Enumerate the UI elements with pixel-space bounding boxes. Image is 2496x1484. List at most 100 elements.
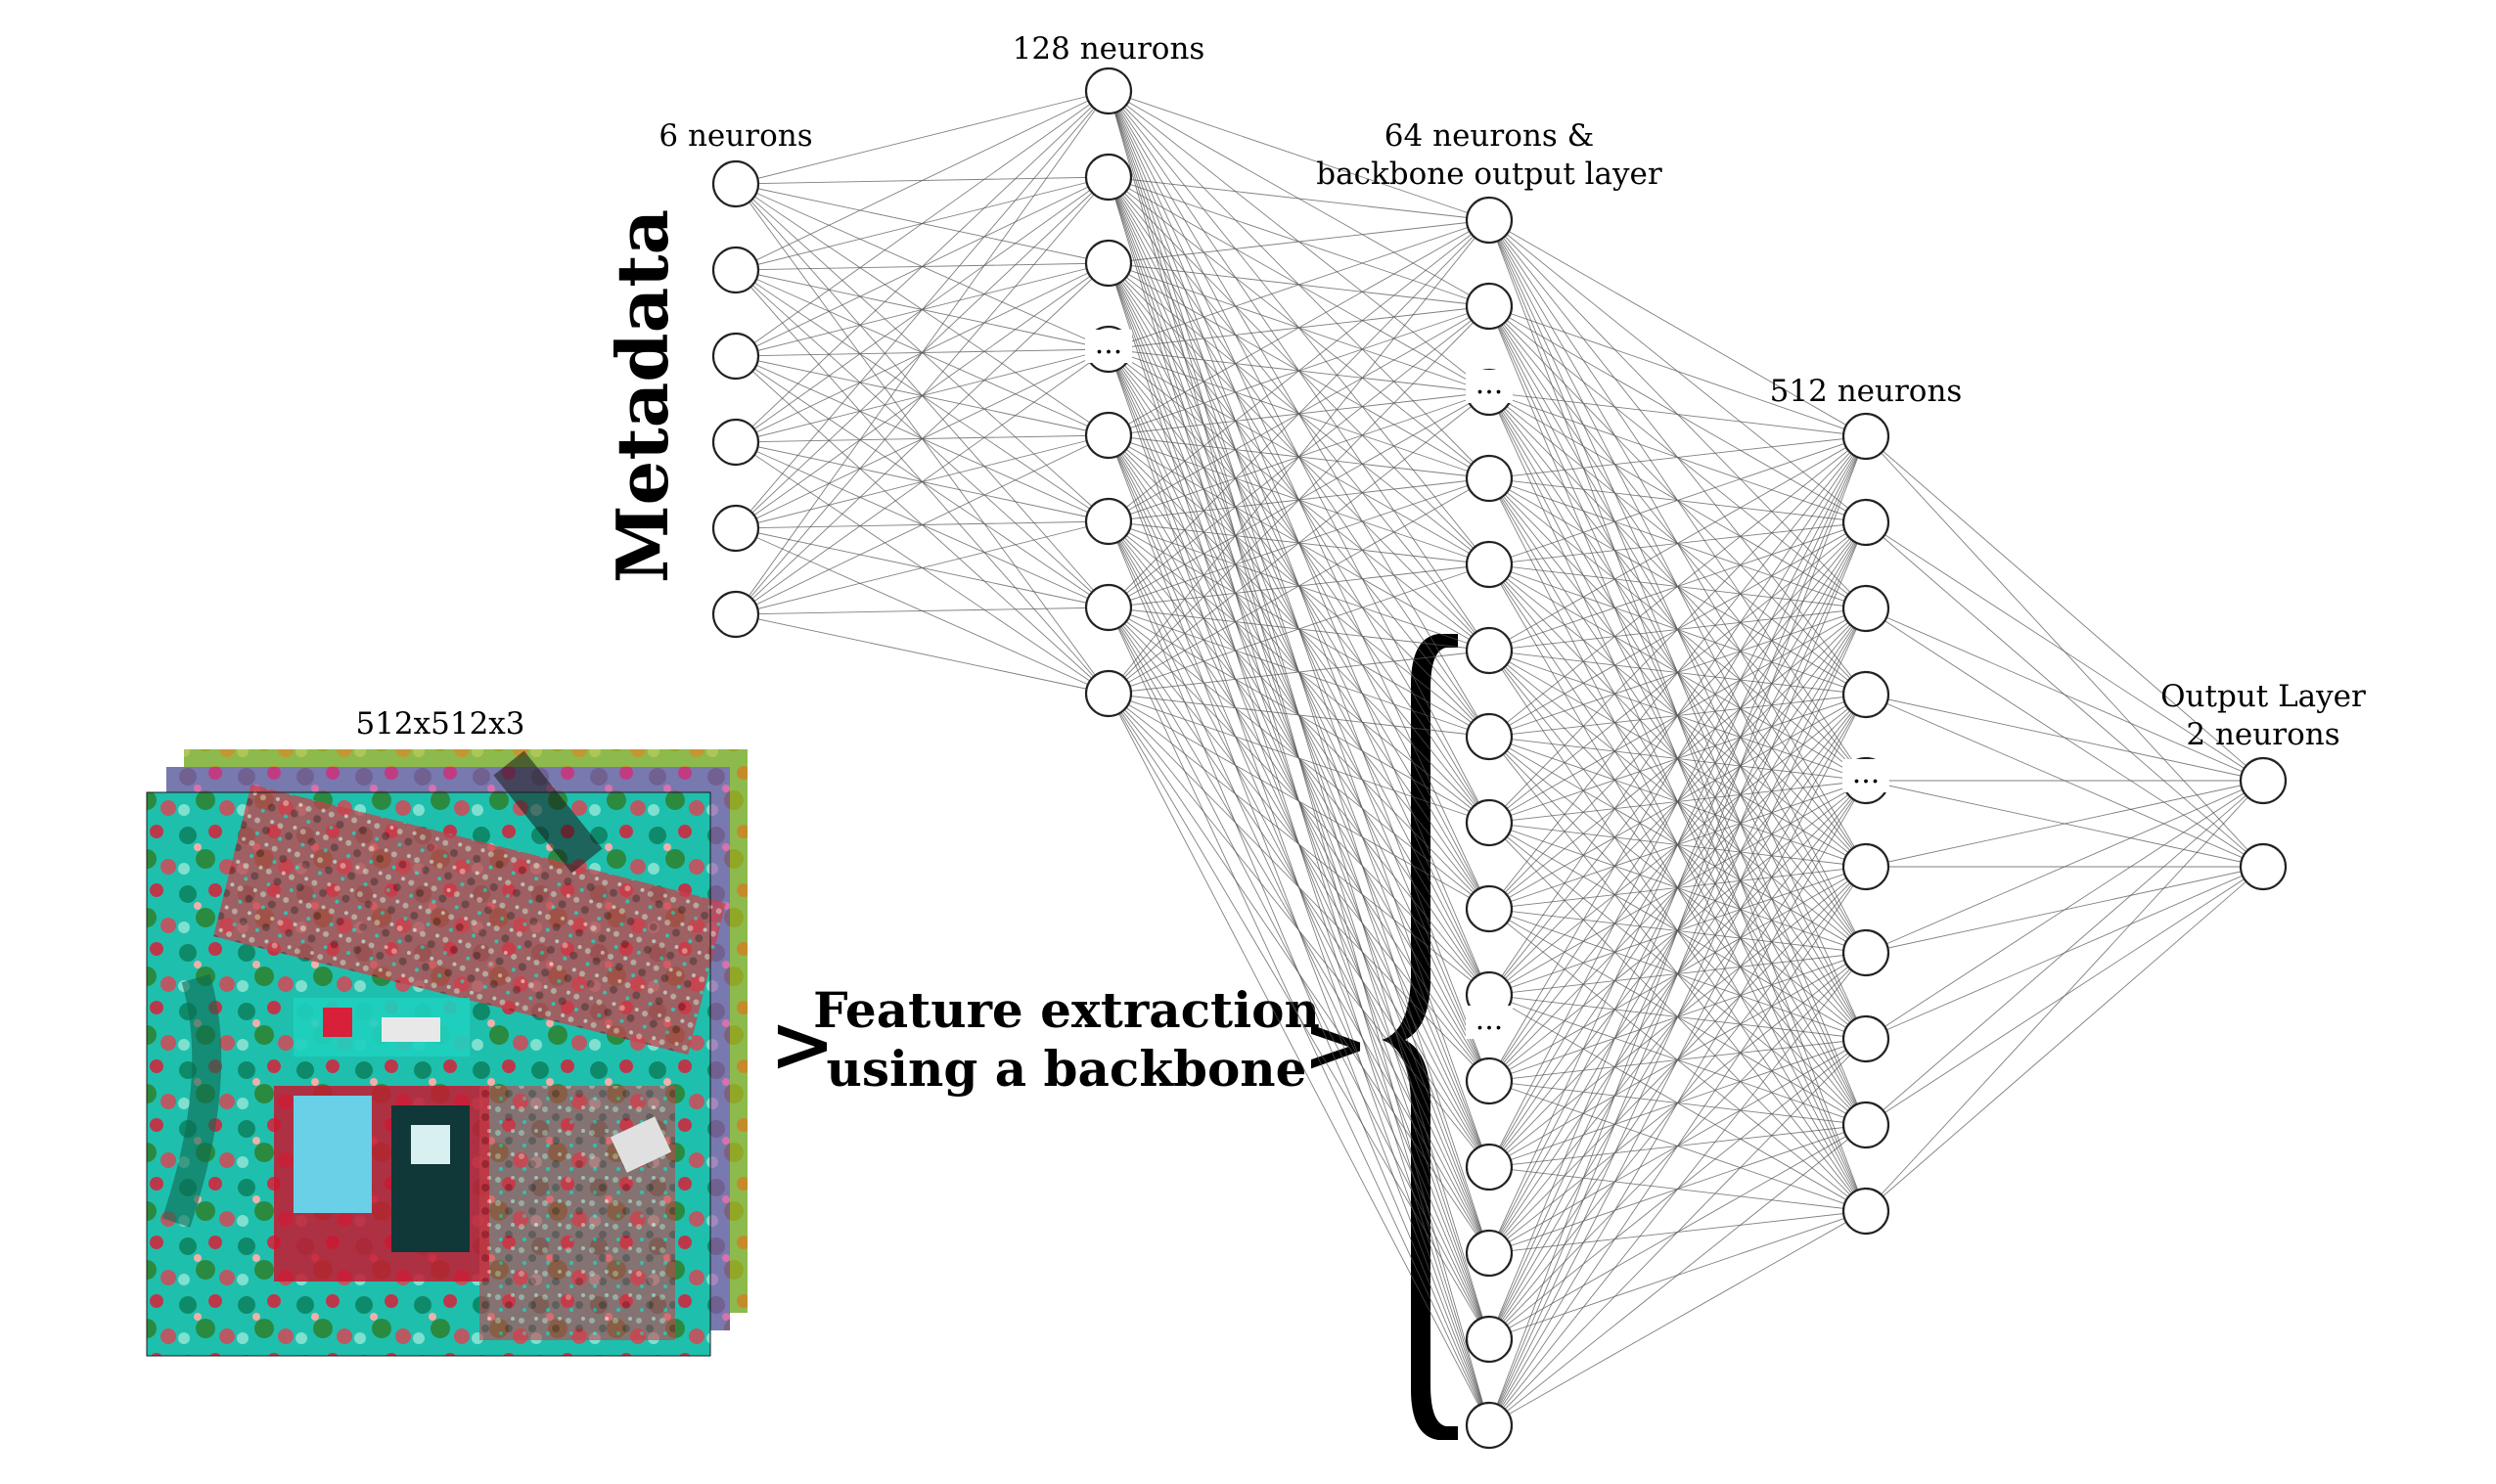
connection-input-hidden128	[735, 90, 1110, 443]
feature-extraction-label-line2: using a backbone	[827, 1040, 1307, 1098]
connection-hidden128-backbone64	[1108, 219, 1490, 264]
connection-hidden128-backbone64	[1108, 693, 1490, 910]
connection-backbone64-hidden512	[1488, 435, 1867, 652]
connection-backbone64-hidden512	[1488, 521, 1867, 1426]
connection-backbone64-hidden512	[1488, 694, 1867, 1426]
connection-hidden512-output	[1865, 866, 2264, 1212]
neuron-input-5	[711, 504, 760, 553]
neuron-hidden512-2	[1841, 498, 1890, 547]
connection-hidden128-backbone64	[1108, 477, 1490, 695]
label-input-layer: 6 neurons	[658, 118, 812, 154]
feature-extraction-label-line1: Feature extraction	[813, 981, 1320, 1039]
connection-hidden512-output	[1865, 607, 2264, 782]
neuron-backbone64-4	[1465, 454, 1514, 503]
connection-backbone64-hidden512	[1488, 780, 1867, 1426]
neuron-input-1	[711, 159, 760, 208]
connection-hidden128-backbone64	[1108, 650, 1490, 695]
connection-backbone64-hidden512	[1488, 952, 1867, 1426]
neuron-hidden128-1	[1084, 67, 1133, 115]
connection-backbone64-hidden512	[1488, 435, 1867, 1426]
neuron-backbone64-9	[1465, 884, 1514, 933]
connection-hidden128-backbone64	[1108, 176, 1490, 221]
ellipsis-hidden128-1: ...	[1095, 327, 1123, 361]
connection-backbone64-hidden512	[1488, 435, 1867, 910]
label-backbone64-layer-line2: backbone output layer	[1316, 157, 1662, 192]
connection-hidden128-backbone64	[1108, 693, 1490, 824]
neuron-backbone64-6	[1465, 626, 1514, 675]
connection-hidden128-backbone64	[1108, 219, 1490, 350]
ellipses: ............	[1085, 327, 1889, 1039]
connection-backbone64-hidden512	[1488, 1124, 1867, 1426]
connection-backbone64-hidden512	[1488, 1210, 1867, 1426]
ellipsis-background-hidden512-1	[1842, 759, 1889, 792]
connection-hidden512-output	[1865, 780, 2264, 1126]
connection-backbone64-hidden512	[1488, 435, 1867, 996]
ellipsis-background-backbone64-1	[1466, 370, 1513, 403]
connection-hidden128-backbone64	[1108, 693, 1490, 996]
connection-backbone64-hidden512	[1488, 435, 1867, 565]
connection-backbone64-hidden512	[1488, 391, 1867, 437]
connection-backbone64-hidden512	[1488, 435, 1867, 479]
connection-input-hidden128	[735, 607, 1110, 615]
neuron-hidden512-7	[1841, 928, 1890, 977]
connection-hidden128-backbone64	[1108, 693, 1490, 1340]
label-hidden512-layer: 512 neurons	[1770, 374, 1963, 409]
connection-input-hidden128	[735, 520, 1110, 615]
connection-input-hidden128	[735, 176, 1110, 615]
connection-hidden512-output	[1865, 780, 2264, 868]
neuron-input-4	[711, 418, 760, 467]
connection-backbone64-hidden512	[1488, 435, 1867, 738]
connection-hidden512-output	[1865, 435, 2264, 782]
neuron-hidden512-6	[1841, 842, 1890, 891]
connection-input-hidden128	[735, 613, 1110, 695]
connection-input-hidden128	[735, 90, 1110, 357]
neuron-hidden128-5	[1084, 411, 1133, 460]
connection-hidden128-backbone64	[1108, 90, 1490, 221]
connection-input-hidden128	[735, 90, 1110, 185]
neuron-backbone64-12	[1465, 1143, 1514, 1192]
connection-input-hidden128	[735, 348, 1110, 615]
connection-hidden512-output	[1865, 780, 2264, 1212]
connection-input-hidden128	[735, 434, 1110, 615]
neuron-backbone64-5	[1465, 540, 1514, 589]
neuron-backbone64-13	[1465, 1229, 1514, 1278]
image-layer-front	[146, 750, 726, 1357]
label-output-layer-line1: Output Layer	[2160, 679, 2366, 714]
connection-backbone64-hidden512	[1488, 305, 1867, 437]
connection-hidden128-backbone64	[1108, 219, 1490, 522]
neuron-hidden512-3	[1841, 584, 1890, 633]
neuron-output-1	[2239, 756, 2288, 805]
connection-hidden128-backbone64	[1108, 219, 1490, 695]
connection-hidden128-backbone64	[1108, 693, 1490, 1254]
metadata-label: Metadata	[601, 209, 684, 583]
ellipsis-background-backbone64-2	[1466, 1006, 1513, 1039]
label-output-layer-line2: 2 neurons	[2186, 717, 2339, 752]
neuron-hidden128-6	[1084, 497, 1133, 546]
connection-backbone64-hidden512	[1488, 607, 1867, 1426]
connection-backbone64-hidden512	[1488, 866, 1867, 1426]
neuron-backbone64-2	[1465, 282, 1514, 331]
neuron-hidden128-2	[1084, 153, 1133, 202]
connection-hidden128-backbone64	[1108, 305, 1490, 695]
connection-hidden512-output	[1865, 521, 2264, 782]
neuron-output-2	[2239, 842, 2288, 891]
arrow-to-backbone: >	[769, 998, 835, 1090]
connection-hidden128-backbone64	[1108, 563, 1490, 695]
connection-hidden512-output	[1865, 780, 2264, 954]
connection-hidden512-output	[1865, 694, 2264, 782]
connection-backbone64-hidden512	[1488, 435, 1867, 1082]
neuron-hidden512-4	[1841, 670, 1890, 719]
neuron-hidden128-3	[1084, 239, 1133, 288]
connection-hidden128-backbone64	[1108, 219, 1490, 608]
neuron-hidden512-9	[1841, 1101, 1890, 1149]
connection-hidden128-backbone64	[1108, 693, 1490, 1168]
neuron-hidden512-8	[1841, 1014, 1890, 1063]
neuron-backbone64-8	[1465, 798, 1514, 847]
connection-backbone64-hidden512	[1488, 435, 1867, 1168]
label-backbone64-layer-line1: 64 neurons &	[1384, 118, 1594, 154]
neuron-backbone64-14	[1465, 1315, 1514, 1364]
neuron-input-6	[711, 590, 760, 639]
neuron-input-3	[711, 332, 760, 381]
ellipsis-background-hidden128-1	[1085, 330, 1132, 363]
